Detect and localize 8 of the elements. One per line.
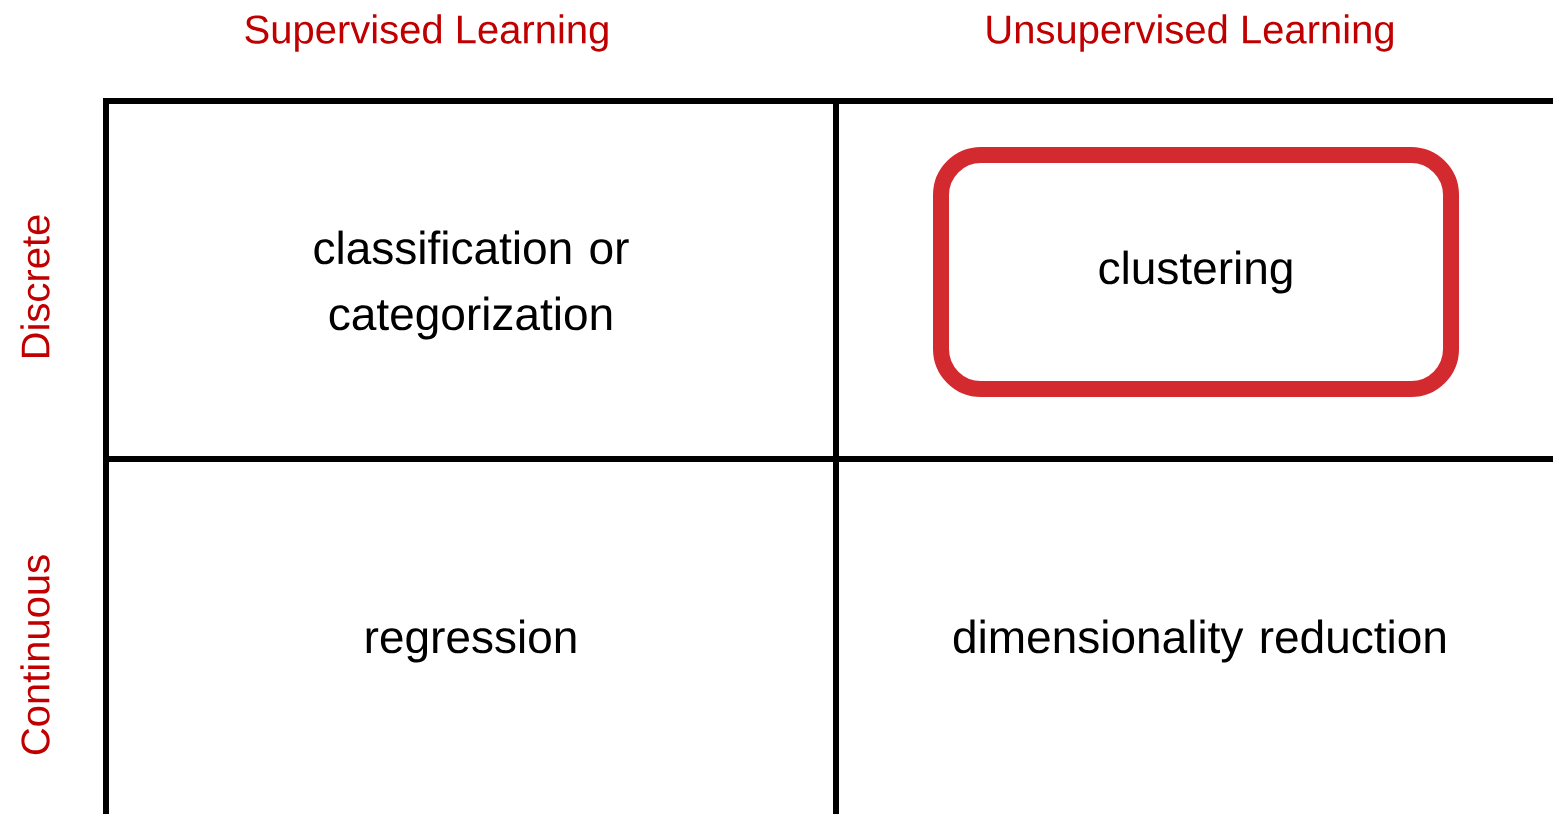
process-box: clustering <box>933 147 1459 397</box>
column-header: Unsupervised Learning <box>987 14 1393 52</box>
cell-text: classification or categorization <box>314 230 629 340</box>
row-header: Continuous <box>20 555 50 755</box>
column-header: Supervised Learning <box>245 14 608 52</box>
cell-text: regression <box>366 619 576 663</box>
cell-text: dimensionality reduction <box>953 619 1445 663</box>
row-header: Discrete <box>20 215 50 358</box>
